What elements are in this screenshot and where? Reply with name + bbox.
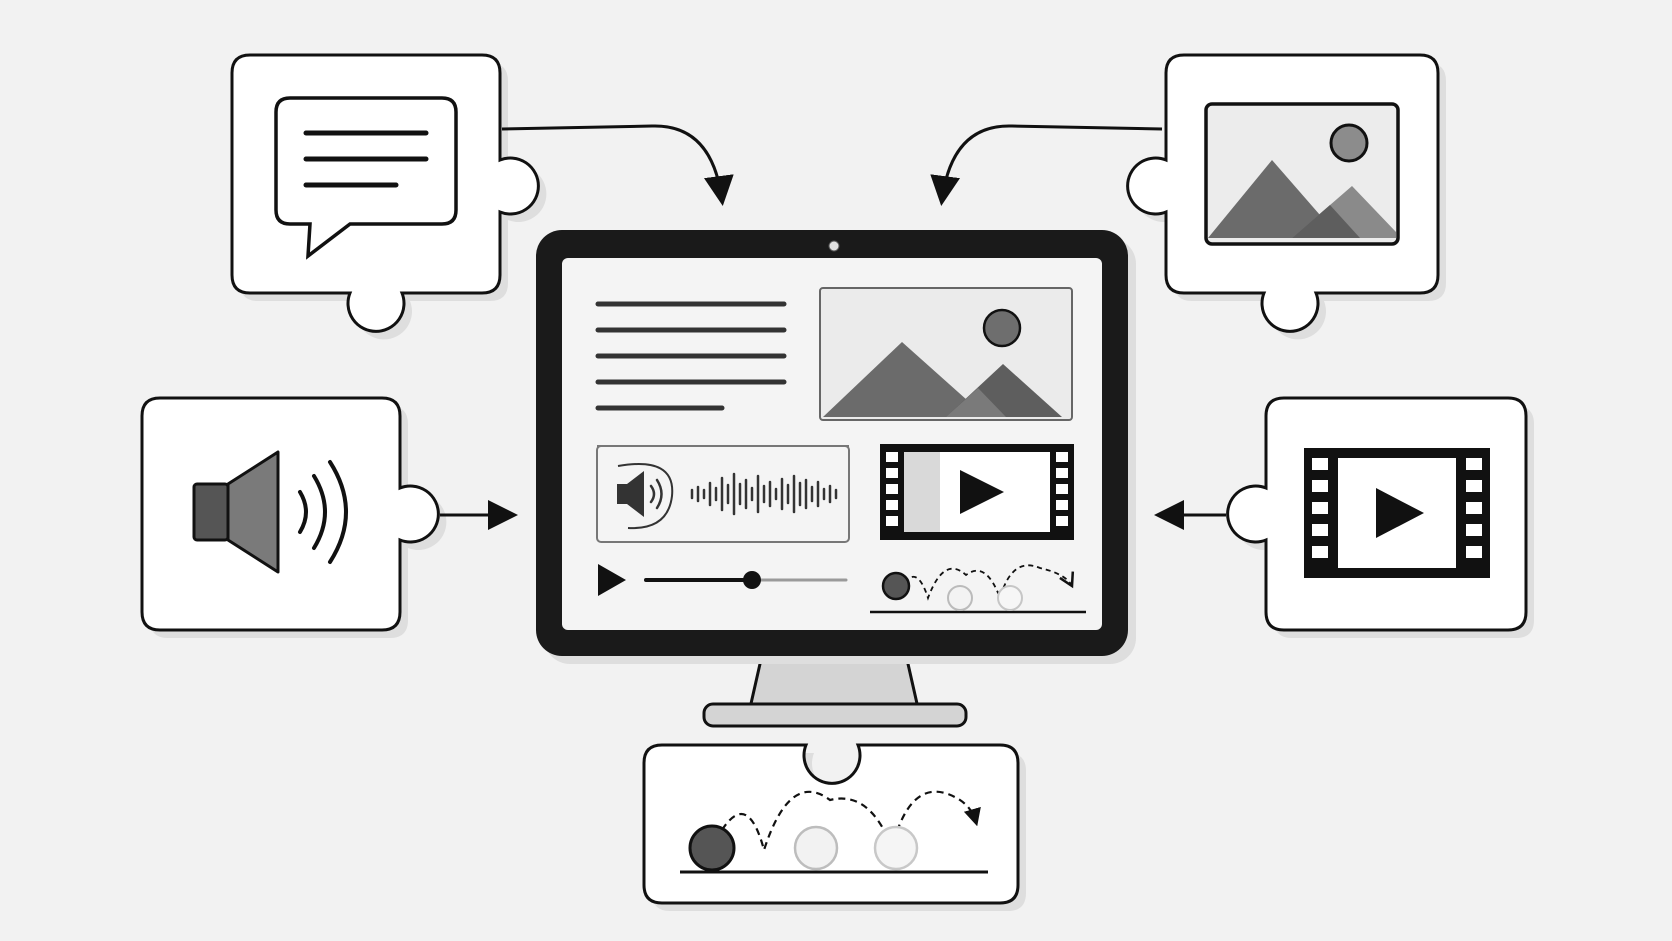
arrow-text-to-monitor bbox=[501, 124, 734, 206]
speaker-icon bbox=[192, 450, 348, 574]
screen-playback-bar bbox=[598, 564, 848, 596]
arrow-image-to-monitor bbox=[930, 124, 1163, 206]
video-puzzle-piece bbox=[1226, 396, 1534, 638]
animation-puzzle-piece bbox=[642, 743, 1026, 911]
connector-arrows bbox=[440, 124, 1226, 705]
screen-text-block bbox=[595, 301, 787, 411]
speech-bubble-icon bbox=[274, 96, 458, 260]
screen-scrubber-knob bbox=[743, 571, 761, 589]
screen-image-panel bbox=[819, 287, 1073, 421]
film-play-icon bbox=[1304, 448, 1490, 578]
text-puzzle-piece bbox=[230, 53, 547, 340]
bouncing-ball-icon bbox=[680, 790, 988, 874]
screen-play-icon bbox=[598, 564, 626, 596]
screen-video-panel bbox=[880, 444, 1074, 540]
landscape-image-icon bbox=[1204, 102, 1400, 246]
waveform bbox=[690, 472, 838, 516]
monitor-stand-base bbox=[702, 702, 968, 728]
image-puzzle-piece bbox=[1126, 53, 1446, 340]
screen-audio-panel bbox=[596, 445, 850, 543]
screen-animation-panel bbox=[870, 564, 1086, 614]
webcam bbox=[828, 240, 840, 252]
monitor bbox=[536, 230, 1136, 728]
audio-puzzle-piece bbox=[140, 396, 447, 638]
screen-speaker-icon bbox=[617, 463, 674, 530]
